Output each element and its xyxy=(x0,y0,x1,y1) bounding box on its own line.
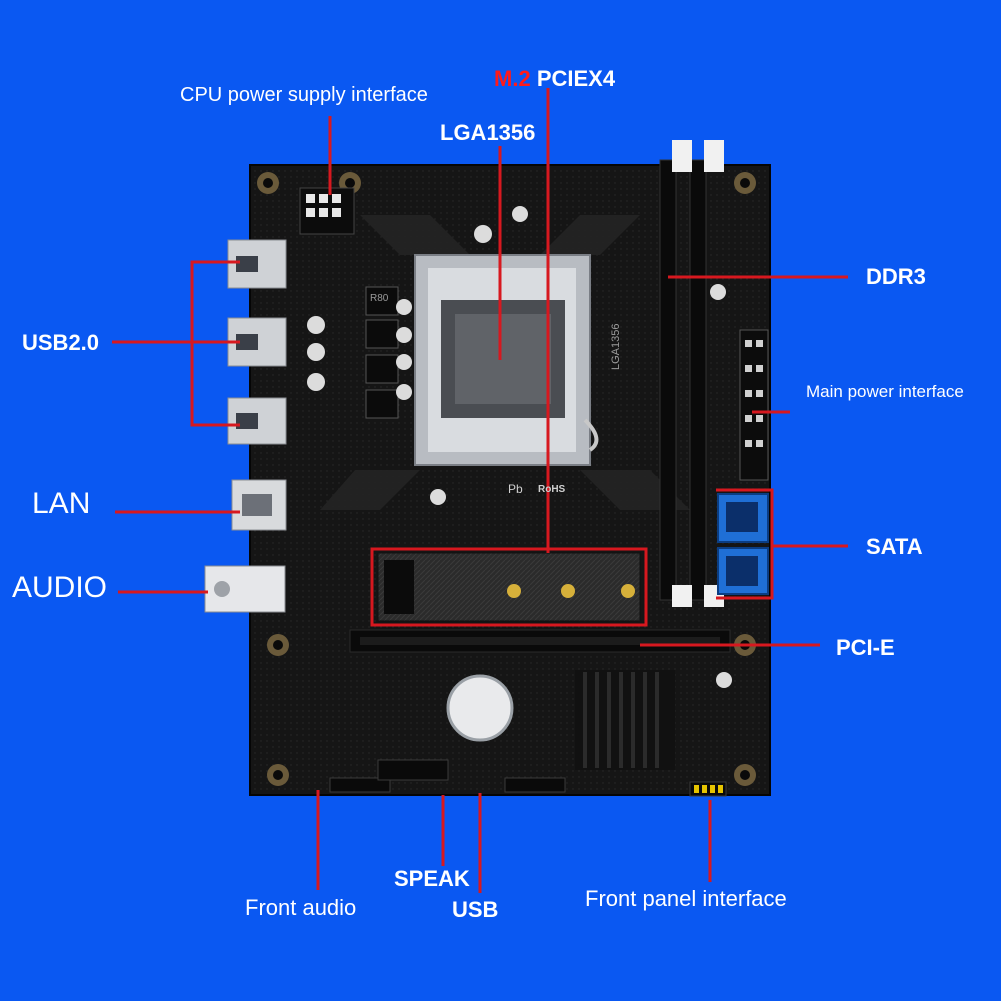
cpu-socket-lga1356 xyxy=(414,254,599,466)
main-power-label: Main power interface xyxy=(806,382,964,401)
front-audio-label: Front audio xyxy=(245,895,357,920)
bottom-headers xyxy=(329,759,727,797)
ddr3-slots xyxy=(659,140,724,607)
front-panel-label: Front panel interface xyxy=(585,886,787,911)
m2-highlight-box xyxy=(370,547,648,627)
cpu-power-connector xyxy=(299,187,355,235)
rohs-mark: RoHS xyxy=(538,484,566,495)
rear-usb-ports xyxy=(227,239,287,445)
m2-slot xyxy=(377,552,641,622)
choke-code: R80 xyxy=(370,293,389,304)
m2-pciex4-label: M.2 PCIEX4 xyxy=(494,66,615,92)
cmos-battery xyxy=(446,674,514,742)
lan-port xyxy=(231,479,287,531)
sata-bracket xyxy=(716,488,774,600)
lga1356-label: LGA1356 xyxy=(440,120,536,145)
sata-label: SATA xyxy=(866,534,923,559)
pb-mark: Pb xyxy=(508,482,523,496)
m2-prefix: M.2 xyxy=(494,66,531,91)
main-power-connector xyxy=(739,329,769,481)
audio-jack xyxy=(204,565,286,613)
pcie-slot xyxy=(349,629,731,653)
ddr3-label: DDR3 xyxy=(866,264,926,289)
vrm-chokes xyxy=(365,286,399,419)
chipset-heatsink xyxy=(575,670,675,770)
speak-label: SPEAK xyxy=(394,866,470,891)
usb-header-label: USB xyxy=(452,897,499,922)
audio-label: AUDIO xyxy=(12,571,108,604)
sata-ports xyxy=(717,493,769,595)
lan-label: LAN xyxy=(32,487,91,520)
m2-suffix: PCIEX4 xyxy=(536,66,616,91)
leader-lines xyxy=(112,88,848,893)
pcie-label: PCI-E xyxy=(836,635,895,660)
usb20-label: USB2.0 xyxy=(22,330,100,355)
socket-silkscreen: LGA1356 xyxy=(610,323,622,370)
capacitors xyxy=(307,206,732,688)
front-panel-pins xyxy=(694,785,723,793)
cpu-power-label: CPU power supply interface xyxy=(180,84,428,106)
